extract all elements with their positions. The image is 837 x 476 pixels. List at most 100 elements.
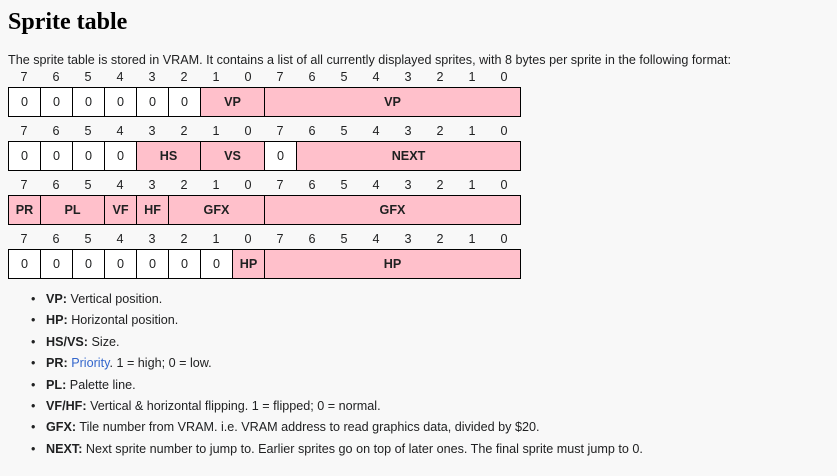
bit-cell-zero: 0 — [9, 142, 41, 171]
bit-cell-zero: 0 — [73, 250, 105, 279]
bit-cell-next: NEXT — [297, 142, 521, 171]
bit-index-label: 7 — [276, 178, 284, 192]
bit-index-label: 6 — [308, 70, 316, 84]
bit-index-label: 4 — [116, 232, 124, 246]
page-title: Sprite table — [8, 9, 128, 35]
priority-link[interactable]: Priority — [71, 356, 110, 371]
bit-index-label: 5 — [340, 178, 348, 192]
bit-cell-pl: PL — [41, 196, 105, 225]
bit-index-label: 2 — [180, 124, 188, 138]
bit-cell-zero: 0 — [105, 250, 137, 279]
bit-cell-zero: 0 — [73, 142, 105, 171]
bit-cell-hf: HF — [137, 196, 169, 225]
bit-cell-zero: 0 — [9, 88, 41, 117]
bit-index-label: 2 — [436, 124, 444, 138]
bit-index-label: 1 — [212, 124, 220, 138]
bit-cell-hp: HP — [233, 250, 265, 279]
legend-term: HP: — [46, 313, 68, 328]
legend-item: GFX: Tile number from VRAM. i.e. VRAM ad… — [8, 417, 829, 439]
bit-index-label: 0 — [500, 178, 508, 192]
bit-index-label: 7 — [20, 124, 28, 138]
bit-index-label: 3 — [148, 124, 156, 138]
bit-cell-zero: 0 — [41, 88, 73, 117]
bit-cell-zero: 0 — [169, 88, 201, 117]
bit-index-label: 1 — [212, 70, 220, 84]
bit-index-label: 3 — [148, 232, 156, 246]
bit-index-label: 5 — [84, 70, 92, 84]
legend-term: VF/HF: — [46, 399, 87, 414]
bit-index-label: 3 — [404, 124, 412, 138]
bit-index-label: 2 — [436, 232, 444, 246]
bit-cell-hp: HP — [265, 250, 521, 279]
legend-term: VP: — [46, 292, 67, 306]
bit-cell-zero: 0 — [169, 250, 201, 279]
bit-cell-zero: 0 — [73, 88, 105, 117]
bit-index-label: 4 — [372, 70, 380, 84]
bit-index-label: 0 — [244, 70, 252, 84]
bit-index-label: 3 — [148, 70, 156, 84]
bit-index-label: 0 — [244, 124, 252, 138]
bit-cell-zero: 0 — [265, 142, 297, 171]
legend-item: HS/VS: Size. — [8, 332, 829, 354]
bit-index-label: 2 — [436, 178, 444, 192]
bit-index-label: 0 — [500, 124, 508, 138]
bit-index-label: 3 — [404, 232, 412, 246]
legend-item: VP: Vertical position. — [8, 289, 829, 311]
bit-index-label: 6 — [308, 232, 316, 246]
bit-index-label: 5 — [340, 70, 348, 84]
bit-index-label: 0 — [244, 178, 252, 192]
bit-index-label: 3 — [404, 70, 412, 84]
legend-item: VF/HF: Vertical & horizontal flipping. 1… — [8, 396, 829, 418]
bit-cell-zero: 0 — [41, 250, 73, 279]
legend-item: PR: Priority. 1 = high; 0 = low. — [8, 353, 829, 375]
bit-cell-zero: 0 — [41, 142, 73, 171]
bit-cell-vs: VS — [201, 142, 265, 171]
bit-cell-pr: PR — [9, 196, 41, 225]
bit-index-label: 7 — [276, 124, 284, 138]
bit-cell-zero: 0 — [201, 250, 233, 279]
intro-paragraph: The sprite table is stored in VRAM. It c… — [8, 53, 732, 67]
legend-term: NEXT: — [46, 441, 83, 456]
bit-cell-zero: 0 — [9, 250, 41, 279]
bit-index-label: 4 — [372, 124, 380, 138]
bit-index-label: 5 — [340, 232, 348, 246]
bit-index-label: 7 — [20, 70, 28, 84]
bit-index-label: 2 — [180, 178, 188, 192]
bit-cell-zero: 0 — [137, 88, 169, 117]
legend-term: HS/VS: — [46, 334, 88, 349]
bit-cell-vp: VP — [265, 88, 521, 117]
legend-term: PL: — [46, 377, 67, 392]
bit-index-label: 7 — [20, 178, 28, 192]
bit-index-label: 1 — [212, 178, 220, 192]
bit-index-label: 4 — [372, 178, 380, 192]
bit-cell-zero: 0 — [105, 88, 137, 117]
bit-index-label: 6 — [52, 178, 60, 192]
bit-index-label: 1 — [468, 178, 476, 192]
bit-index-label: 1 — [468, 70, 476, 84]
bit-index-label: 1 — [468, 232, 476, 246]
bit-index-label: 6 — [52, 232, 60, 246]
bit-index-label: 6 — [308, 124, 316, 138]
bit-cell-zero: 0 — [105, 142, 137, 171]
bit-index-label: 4 — [372, 232, 380, 246]
bit-index-label: 0 — [500, 232, 508, 246]
bit-index-label: 3 — [148, 178, 156, 192]
bit-index-label: 1 — [212, 232, 220, 246]
bit-index-label: 5 — [84, 232, 92, 246]
bit-cell-vp: VP — [201, 88, 265, 117]
bit-index-label: 5 — [340, 124, 348, 138]
bit-index-label: 7 — [20, 232, 28, 246]
bit-index-label: 5 — [84, 124, 92, 138]
bit-cell-gfx: GFX — [169, 196, 265, 225]
bit-index-label: 4 — [116, 124, 124, 138]
bit-index-label: 6 — [308, 178, 316, 192]
